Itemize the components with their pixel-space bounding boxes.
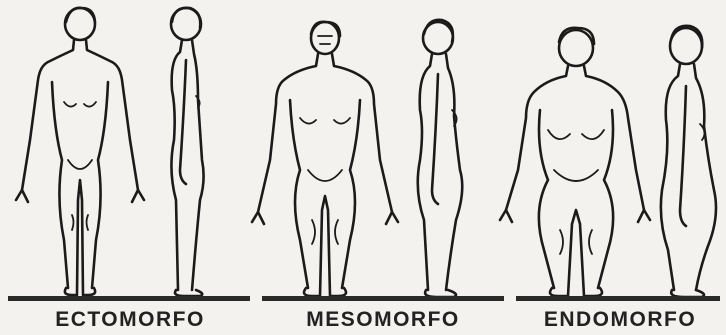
ectomorph-group: [8, 8, 250, 301]
mesomorph-group: [252, 20, 504, 301]
ectomorph-side-figure: [171, 8, 204, 296]
mesomorph-ground-line: [262, 296, 504, 301]
endomorph-group: [500, 26, 720, 301]
mesomorph-label: MESOMORFO: [283, 305, 483, 335]
mesomorph-side-figure: [418, 20, 463, 297]
endomorph-front-figure: [500, 28, 650, 296]
endomorph-label: ENDOMORFO: [520, 305, 720, 335]
endomorph-ground-line: [516, 296, 720, 301]
ectomorph-label: ECTOMORFO: [30, 305, 230, 335]
ectomorph-ground-line: [8, 296, 250, 301]
endomorph-side-figure: [661, 26, 716, 297]
mesomorph-front-figure: [252, 22, 398, 296]
ectomorph-front-figure: [16, 8, 144, 295]
